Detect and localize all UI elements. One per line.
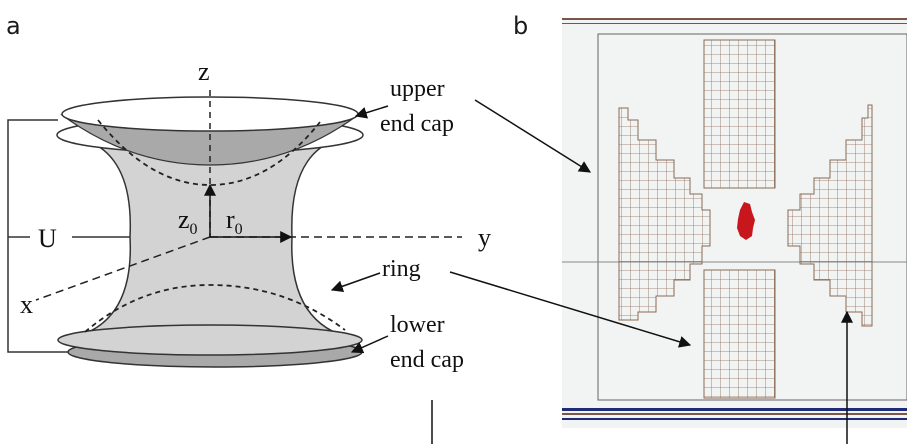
z-axis-label: z [198,57,210,86]
ring-bottom-rim [57,324,363,356]
x-axis-label: x [20,290,33,319]
panel-b: b [449,12,907,444]
upper-end-cap-label-line2: end cap [380,111,454,137]
voltage-label: U [38,224,57,253]
panel-b-letter: b [513,12,528,40]
z0-label: z0 [178,205,198,238]
lower-end-cap-label-line2: end cap [390,347,464,373]
bottom-rule-brown [562,413,907,415]
left-ring-mesh [618,107,711,321]
panel-a: a U z y x z0 r0 upper [6,12,491,444]
upper-cap-leader [354,105,389,119]
lower-cap-mesh [703,269,776,399]
ring-leader [330,272,381,293]
lower-end-cap-label-line1: lower [390,312,445,338]
top-rule-thin [562,23,907,24]
x-axis [35,236,211,301]
top-rule [562,18,907,20]
inner-frame [597,33,907,401]
upper-cap-pointer [474,99,592,173]
bottom-rule-blue2 [562,418,907,420]
ion-cloud [737,202,755,240]
r0-label: r0 [226,205,243,238]
upper-cap-mesh [703,39,776,189]
ring-label: ring [382,256,421,282]
ring-pointer [449,271,692,348]
upper-end-cap-label-line1: upper [390,76,445,102]
voltage-wire [7,119,72,353]
right-ring-mesh [787,104,873,327]
y-axis-label: y [478,223,491,252]
upper-cap-dashed-contour [97,119,321,186]
bottom-rule-blue [562,408,907,411]
lower-cap-dashed-contour [84,284,346,333]
lower-cap-leader [350,335,389,354]
panel-a-letter: a [6,12,21,40]
